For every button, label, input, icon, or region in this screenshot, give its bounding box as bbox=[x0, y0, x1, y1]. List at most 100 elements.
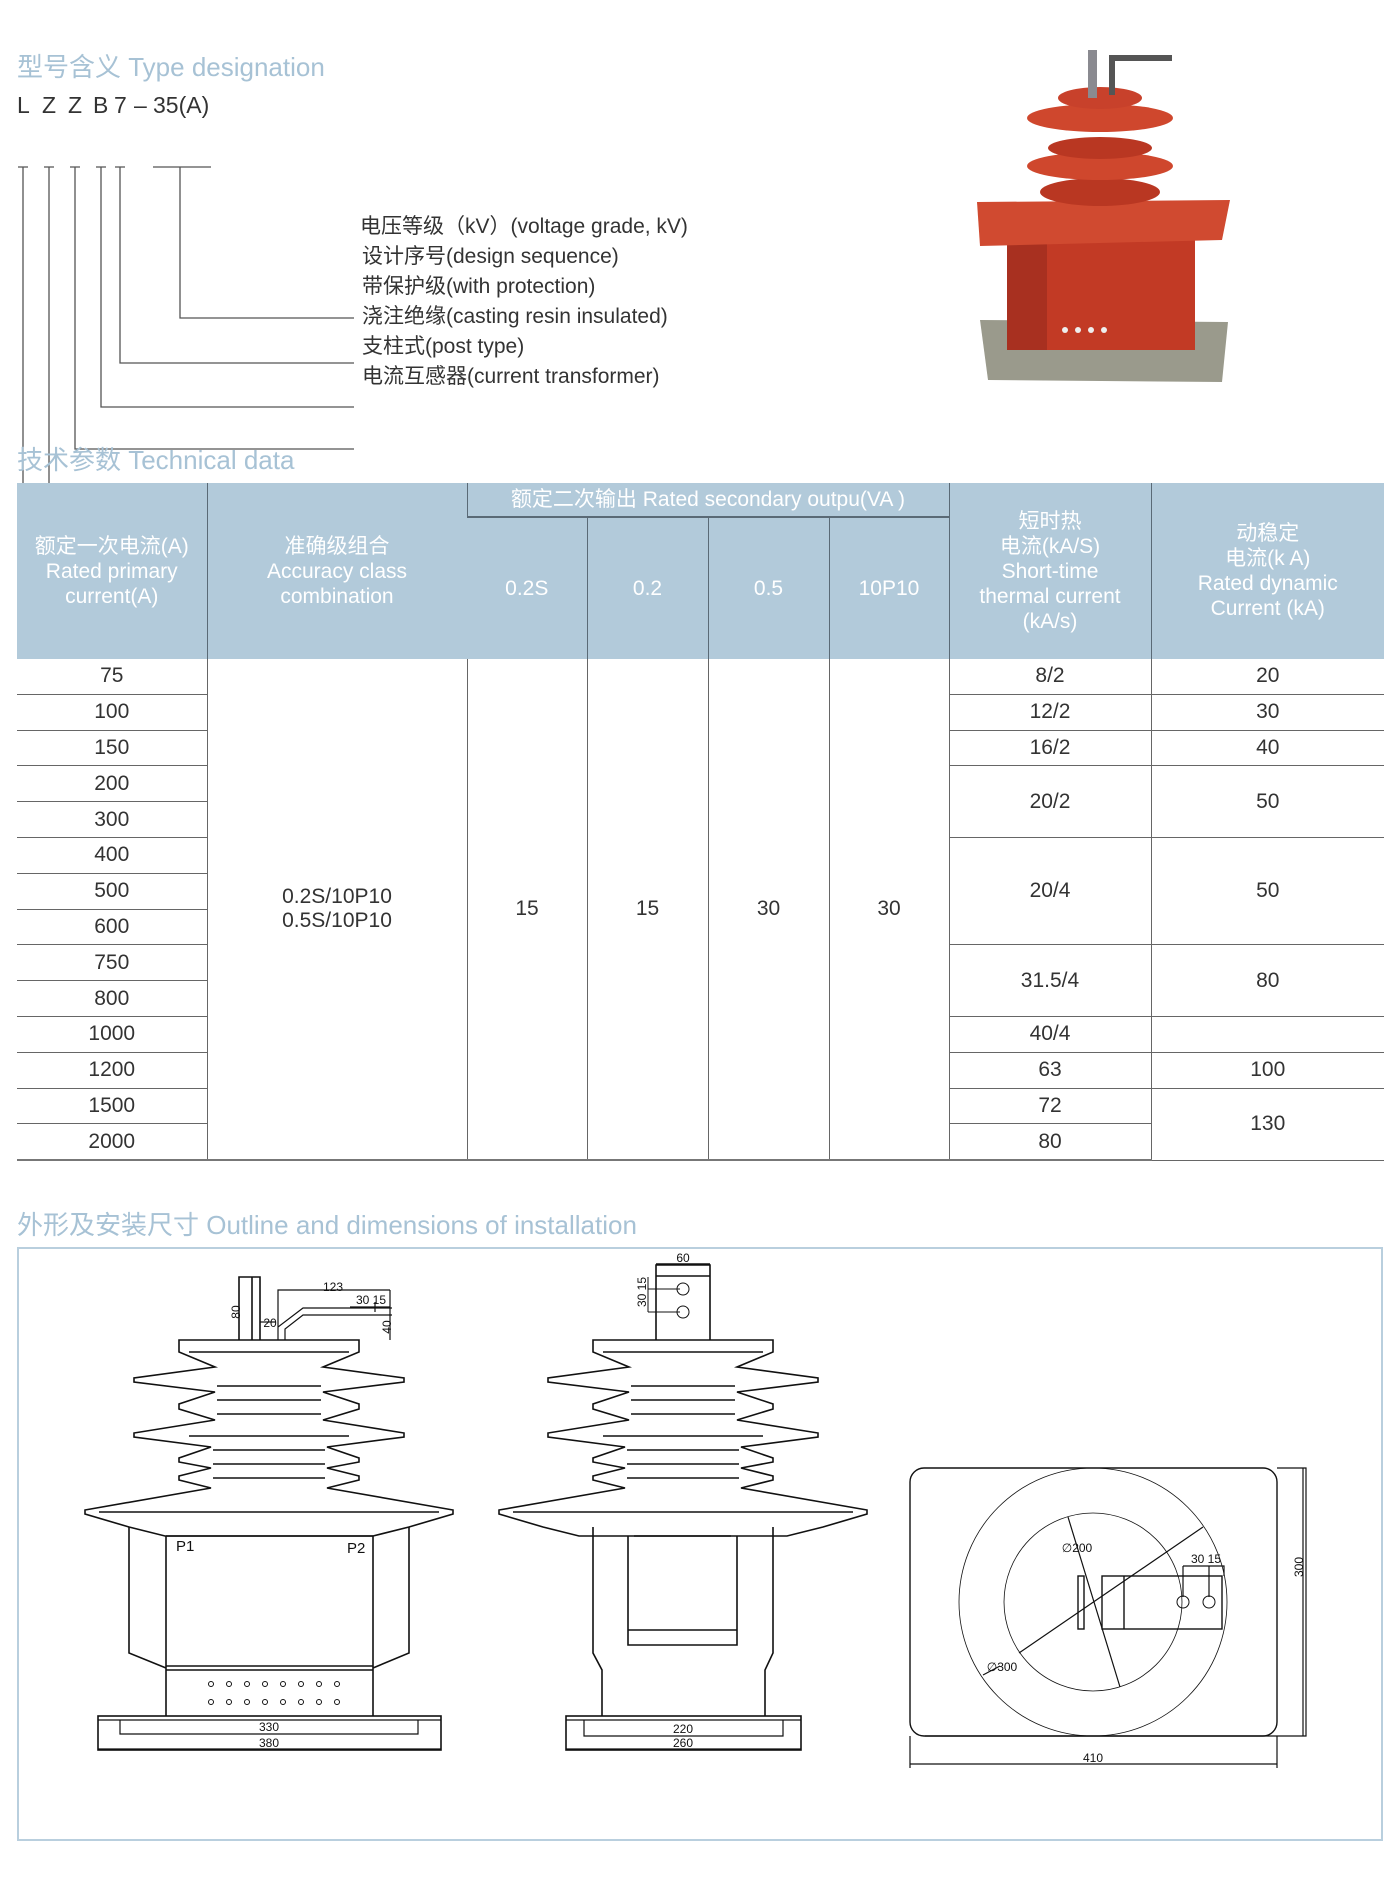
header-primary-current: 额定一次电流(A) Rated primary current(A) bbox=[17, 483, 207, 659]
thermal-cell: 20/2 bbox=[948, 765, 1151, 838]
terminal-dot bbox=[298, 1681, 304, 1687]
thermal-cell: 16/2 bbox=[948, 730, 1151, 767]
primary-current-cell: 2000 bbox=[17, 1123, 207, 1162]
designation-item-voltage: 电压等级（kV）(voltage grade, kV) bbox=[360, 215, 688, 238]
thermal-cell: 72 bbox=[948, 1088, 1151, 1125]
terminal-dot bbox=[244, 1699, 250, 1705]
header-text: thermal current bbox=[979, 584, 1121, 608]
base-dimension-lines bbox=[98, 1719, 441, 1750]
insulator-outline bbox=[84, 1339, 454, 1537]
table-row: 500 bbox=[17, 873, 1384, 910]
terminal-dot bbox=[280, 1699, 286, 1705]
dim-30-15: 30 15 bbox=[1191, 1552, 1221, 1566]
dim-410: 410 bbox=[1083, 1751, 1103, 1765]
type-designation-title: 型号含义 Type designation bbox=[17, 52, 325, 82]
dynamic-cell: 130 bbox=[1150, 1088, 1384, 1161]
table-row: 600 bbox=[17, 909, 1384, 946]
header-text: 准确级组合 bbox=[284, 534, 390, 558]
dim-300: 300 bbox=[1292, 1557, 1306, 1577]
code-letter: Z bbox=[42, 92, 57, 118]
insulator-outline bbox=[498, 1339, 868, 1537]
dim-80: 80 bbox=[229, 1305, 243, 1319]
output-value-cell: 30 bbox=[707, 659, 829, 1162]
thermal-cell: 40/4 bbox=[948, 1016, 1151, 1053]
code-letter: Z bbox=[68, 92, 83, 118]
table-row: 300 bbox=[17, 801, 1384, 838]
designation-item-protection: 带保护级(with protection) bbox=[362, 275, 596, 298]
primary-current-cell: 100 bbox=[17, 694, 207, 731]
header-text: (kA/s) bbox=[1022, 609, 1078, 633]
technical-data-table: 额定一次电流(A) Rated primary current(A) 准确级组合… bbox=[17, 483, 1384, 1162]
header-class-0-2: 0.2 bbox=[586, 517, 708, 659]
dynamic-cell: 80 bbox=[1150, 944, 1384, 1017]
code-letter: L bbox=[17, 92, 30, 118]
terminal-dot bbox=[208, 1681, 214, 1687]
primary-current-cell: 600 bbox=[17, 909, 207, 946]
primary-current-cell: 500 bbox=[17, 873, 207, 910]
header-text: 动稳定 bbox=[1236, 522, 1300, 545]
table-row: 2000 80 bbox=[17, 1123, 1384, 1162]
designation-item-current-transformer: 电流互感器(current transformer) bbox=[362, 365, 660, 388]
terminal-dot bbox=[298, 1699, 304, 1705]
body-outline bbox=[128, 1527, 410, 1716]
header-accuracy: 准确级组合 Accuracy class combination bbox=[206, 483, 467, 659]
dynamic-cell: 40 bbox=[1150, 730, 1384, 767]
dynamic-cell: 100 bbox=[1150, 1052, 1384, 1089]
thermal-cell: 63 bbox=[948, 1052, 1151, 1089]
dynamic-cell: 50 bbox=[1150, 837, 1384, 946]
primary-current-cell: 150 bbox=[17, 730, 207, 767]
top-view-drawing bbox=[909, 1467, 1307, 1768]
dim-380: 380 bbox=[259, 1736, 279, 1750]
front-view-drawing bbox=[84, 1276, 454, 1751]
dim-diameter-200: ∅200 bbox=[1062, 1541, 1093, 1555]
primary-current-cell: 400 bbox=[17, 837, 207, 874]
dim-60: 60 bbox=[676, 1251, 690, 1265]
header-text: Short-time bbox=[1001, 559, 1099, 583]
terminal-dot bbox=[226, 1681, 232, 1687]
secondary-terminals bbox=[208, 1681, 340, 1705]
dynamic-cell: 50 bbox=[1150, 765, 1384, 838]
primary-current-cell: 200 bbox=[17, 765, 207, 803]
header-class-0-2s: 0.2S bbox=[467, 517, 587, 659]
dim-40: 40 bbox=[380, 1320, 394, 1334]
output-value-cell: 15 bbox=[586, 659, 708, 1162]
code-letter: 35(A) bbox=[153, 92, 210, 118]
header-class-10p10: 10P10 bbox=[828, 517, 949, 659]
code-letter: 7 bbox=[114, 92, 127, 118]
inner-circle bbox=[1003, 1512, 1183, 1692]
header-secondary-output: 额定二次输出 Rated secondary outpu(VA ) bbox=[466, 483, 949, 518]
outline-title: 外形及安装尺寸 Outline and dimensions of instal… bbox=[17, 1210, 637, 1240]
designation-leader-lines bbox=[18, 166, 354, 540]
output-value-cell: 15 bbox=[466, 659, 587, 1162]
thermal-cell: 8/2 bbox=[948, 659, 1151, 695]
thermal-cell: 31.5/4 bbox=[948, 944, 1151, 1017]
header-text: Current (kA) bbox=[1210, 597, 1325, 620]
primary-current-cell: 300 bbox=[17, 801, 207, 838]
terminal-p2 bbox=[277, 1289, 392, 1340]
dynamic-cell: 30 bbox=[1150, 694, 1384, 731]
terminal-bar bbox=[655, 1263, 711, 1340]
accuracy-value: 0.2S/10P10 bbox=[282, 885, 392, 909]
header-text: Rated dynamic bbox=[1197, 572, 1338, 595]
designation-item-casting: 浇注绝缘(casting resin insulated) bbox=[362, 305, 668, 328]
code-letter: B bbox=[93, 92, 109, 118]
dimension-lines bbox=[909, 1467, 1307, 1768]
primary-current-cell: 1000 bbox=[17, 1016, 207, 1053]
terminal-p1 bbox=[238, 1276, 261, 1340]
header-dynamic: 动稳定 电流(k A) Rated dynamic Current (kA) bbox=[1150, 483, 1384, 659]
header-class-0-5: 0.5 bbox=[707, 517, 829, 659]
terminal-dot bbox=[316, 1681, 322, 1687]
primary-current-cell: 75 bbox=[17, 659, 207, 695]
terminal-dot bbox=[334, 1699, 340, 1705]
outline-drawings: 123 30 15 80 20 40 P1 P2 330 380 60 30 1… bbox=[84, 1251, 1307, 1768]
header-thermal: 短时热 电流(kA/S) Short-time thermal current … bbox=[948, 483, 1151, 659]
thermal-cell: 80 bbox=[948, 1123, 1151, 1162]
primary-current-cell: 1200 bbox=[17, 1052, 207, 1089]
header-text: current(A) bbox=[65, 584, 159, 608]
